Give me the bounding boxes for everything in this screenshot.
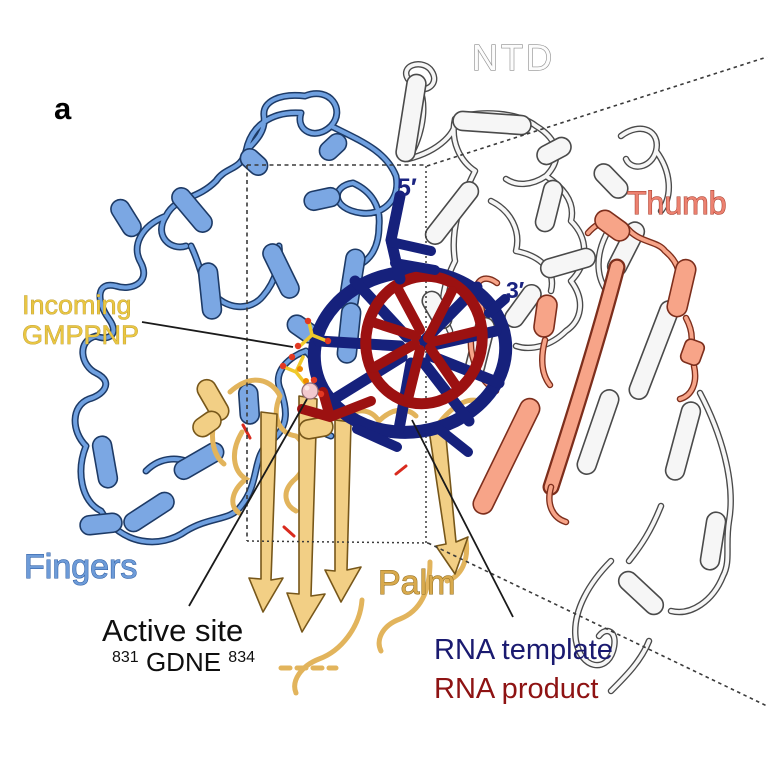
helix-capsule [536, 136, 572, 166]
palm-helices [192, 378, 334, 440]
helix-capsule [593, 163, 629, 199]
helix-capsule [336, 302, 362, 364]
atom [294, 342, 302, 350]
helix-capsule [424, 181, 480, 245]
active-site-motif-label: 831 GDNE 834 [112, 638, 255, 677]
helix-capsule [239, 148, 269, 176]
atom [288, 353, 296, 361]
helix-capsule [664, 401, 702, 481]
gmppnp-oxygen-atoms [279, 317, 332, 398]
helix-capsule [504, 283, 542, 329]
thumb-helices [472, 209, 706, 515]
text-labels: a NTD Thumb 5′ 3′ Incoming GMPPNP Finger… [22, 36, 727, 705]
helix-capsule [196, 378, 230, 422]
rna-product-label: RNA product [434, 673, 598, 705]
helix-capsule [576, 389, 620, 475]
helix-capsule [91, 435, 119, 489]
ntd-label: NTD [472, 37, 555, 78]
helix-capsule [452, 110, 532, 136]
beta-strand-arrow [428, 426, 469, 575]
helix-capsule [298, 416, 334, 440]
helix-capsule [539, 247, 597, 279]
helix-capsule [192, 410, 222, 438]
atom [324, 337, 332, 345]
active-site-motif: GDNE [146, 647, 221, 677]
helix-capsule [534, 179, 564, 233]
helix-capsule [303, 186, 341, 212]
rna-product-tail [297, 387, 376, 423]
rna-leader-line [411, 419, 514, 618]
beta-strand-arrow [324, 419, 362, 603]
fingers-label: Fingers [24, 548, 137, 586]
thumb-domain [467, 209, 706, 526]
helix-capsule [395, 73, 427, 163]
helix-capsule [79, 512, 123, 536]
thumb-label: Thumb [627, 185, 727, 221]
helix-capsule [472, 397, 541, 515]
atom [317, 390, 325, 398]
atom [297, 366, 303, 372]
gmppnp-label-line2: GMPPNP [22, 320, 139, 350]
helix-capsule [617, 570, 665, 616]
helix-capsule [197, 262, 223, 320]
helix-capsule [237, 383, 261, 425]
rna-duplex [297, 190, 513, 457]
rna-product-base-spokes [364, 284, 482, 404]
inset-box-back-edges [246, 166, 429, 544]
gmppnp-label-line1: Incoming [22, 290, 132, 320]
atom [304, 317, 312, 325]
active-site-res-end: 834 [228, 649, 255, 666]
inset-box [246, 56, 768, 707]
rna-template-label: RNA template [434, 634, 613, 666]
beta-strand-arrow [248, 411, 284, 613]
palm-loops [209, 377, 484, 696]
helix-capsule [123, 491, 175, 533]
palm-strand-arrows [248, 395, 469, 633]
active-site-leader-line [188, 398, 308, 607]
atom [310, 376, 318, 384]
gmppnp-sticks [282, 320, 329, 395]
five-prime-label: 5′ [397, 174, 417, 202]
palm-label: Palm [378, 564, 455, 602]
metal-ion-highlight [304, 385, 310, 391]
metal-ion-sphere [301, 382, 319, 400]
three-prime-label: 3′ [506, 277, 525, 303]
helix-capsule [594, 209, 631, 242]
gmppnp-leader-line [141, 321, 294, 348]
helix-capsule [699, 511, 727, 571]
thumb-ribbon [544, 260, 624, 494]
helix-capsule [173, 441, 225, 481]
active-site-res-start: 831 [112, 649, 139, 666]
active-site-label: Active site [102, 613, 243, 648]
helix-capsule [171, 187, 213, 233]
helix-capsule [666, 258, 697, 318]
gmppnp-ligand [279, 317, 332, 400]
panel-label: a [54, 91, 72, 126]
fingers-helices [79, 132, 366, 536]
inset-projection-lines [426, 56, 768, 707]
leader-lines [141, 321, 514, 618]
helix-capsule [533, 294, 558, 338]
helix-capsule [318, 132, 348, 162]
gmppnp-phosphorus-atoms [297, 366, 309, 384]
helix-capsule [110, 198, 142, 238]
rna-template-rungs [352, 237, 510, 457]
helix-capsule [679, 338, 706, 366]
inset-box-edges [246, 164, 427, 541]
atom [279, 362, 287, 370]
helix-capsule [262, 243, 300, 299]
atom [303, 378, 309, 384]
